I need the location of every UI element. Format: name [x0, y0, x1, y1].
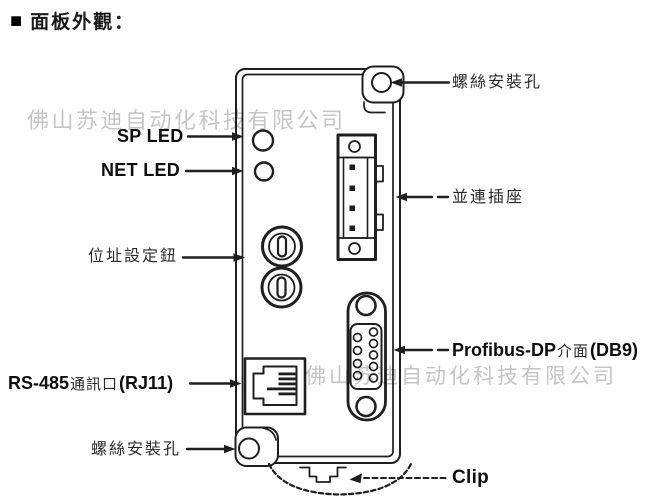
sp-led-icon [251, 129, 275, 152]
label-rs485-rj11: RS-485 通訊口 (RJ11) [8, 373, 173, 394]
parallel-connector-icon [336, 133, 384, 261]
net-led-icon [253, 161, 275, 182]
label-sp-led: SP LED [117, 126, 184, 146]
arrow-screw-bottom [185, 444, 236, 454]
db9-connector-icon [346, 291, 387, 422]
square-bullet-icon: ■ [10, 9, 23, 32]
label-rs485-port: 通訊口 [70, 377, 119, 393]
label-screw-hole-top: 螺絲安裝孔 [452, 74, 543, 91]
arrow-parallel-socket [395, 192, 450, 202]
mount-tab-bottom-left [234, 426, 279, 467]
rotary-switch-lower [260, 266, 303, 309]
label-profibus-db9-suffix: (DB9) [590, 340, 639, 360]
label-address-knob: 位址設定鈕 [88, 248, 179, 265]
device-body [235, 68, 401, 464]
screw-hole-bottom-icon [238, 437, 260, 460]
label-clip: Clip [452, 467, 490, 488]
arrow-clip [349, 473, 450, 484]
label-screw-hole-bottom: 螺絲安裝孔 [91, 441, 182, 458]
din-clip-icon [267, 462, 413, 496]
screw-hole-top-icon [371, 72, 392, 93]
label-profibus-name: Profibus-DP [452, 340, 557, 360]
arrow-net-led [184, 166, 244, 176]
label-net-led: NET LED [101, 160, 181, 180]
arrow-address-knob [181, 253, 245, 262]
label-profibus-interface: 介面 [557, 344, 590, 360]
page-title-text: 面板外觀： [30, 12, 136, 33]
rj11-port-icon [243, 357, 307, 416]
arrow-rs485 [188, 379, 242, 388]
label-rs485-name: RS-485 [8, 373, 70, 393]
mount-tab-top-right [361, 65, 405, 114]
label-profibus-db9: Profibus-DP 介面 (DB9) [452, 340, 638, 361]
arrow-screw-top [390, 78, 451, 87]
arrow-profibus [393, 345, 450, 355]
label-parallel-socket: 並連插座 [452, 189, 525, 206]
label-rs485-rj11-suffix: (RJ11) [119, 373, 174, 393]
arrow-sp-led [186, 132, 244, 141]
page-title: ■ 面板外觀： [10, 7, 135, 34]
rotary-switch-upper [261, 225, 303, 268]
